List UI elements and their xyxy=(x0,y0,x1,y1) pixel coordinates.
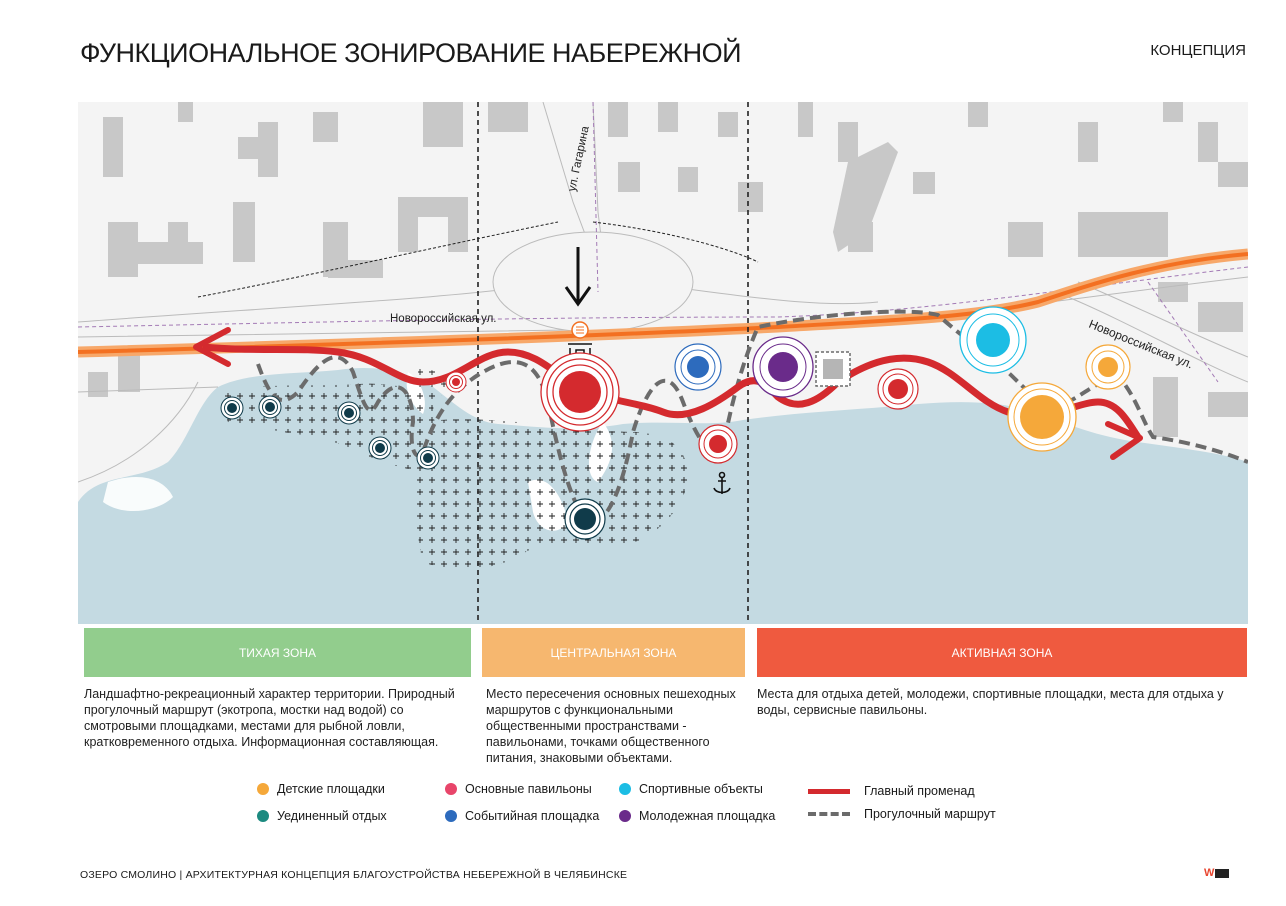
section-label: КОНЦЕПЦИЯ xyxy=(1150,42,1246,59)
legend-events-icon xyxy=(445,810,457,822)
legend-kids: Детские площадки xyxy=(257,782,385,796)
legend-pavilions-label: Основные павильоны xyxy=(465,782,592,796)
legend-pavilions: Основные павильоны xyxy=(445,782,592,796)
zone-desc-quiet: Ландшафтно-рекреационный характер террит… xyxy=(84,687,455,749)
anchor-icon xyxy=(713,471,731,494)
zone-bar-central: ЦЕНТРАЛЬНАЯ ЗОНА xyxy=(482,628,745,677)
legend-events-label: Событийная площадка xyxy=(465,809,600,823)
zoning-map: Новороссийская ул. Новороссийская ул. ул… xyxy=(78,102,1248,624)
legend-promenade: Главный променад xyxy=(808,784,975,798)
footer-caption: ОЗЕРО СМОЛИНО | АРХИТЕКТУРНАЯ КОНЦЕПЦИЯ … xyxy=(80,869,628,881)
street-label-main: Новороссийская ул. xyxy=(390,313,496,325)
page-title: ФУНКЦИОНАЛЬНОЕ ЗОНИРОВАНИЕ НАБЕРЕЖНОЙ xyxy=(80,38,742,68)
legend-kids-label: Детские площадки xyxy=(277,782,385,796)
zone-label-central: ЦЕНТРАЛЬНАЯ ЗОНА xyxy=(550,645,677,660)
legend-secluded-label: Уединенный отдых xyxy=(277,809,387,823)
event-marker xyxy=(674,343,722,391)
legend-sports-label: Спортивные объекты xyxy=(639,782,763,796)
legend-secluded-icon xyxy=(257,810,269,822)
brand-logo-mark xyxy=(1215,868,1230,878)
main-promenade xyxy=(202,343,1141,439)
entry-arrow xyxy=(564,247,592,307)
legend-walk: Прогулочный маршрут xyxy=(808,807,996,821)
zone-desc-central: Место пересечения основных пешеходных ма… xyxy=(486,687,736,765)
hatched-area-center xyxy=(414,419,688,569)
legend-kids-icon xyxy=(257,783,269,795)
zone-bar-quiet: ТИХАЯ ЗОНА xyxy=(84,628,471,677)
zone-label-active: АКТИВНАЯ ЗОНА xyxy=(951,645,1053,660)
secluded-marker xyxy=(220,395,606,540)
sports-marker xyxy=(959,306,1027,374)
legend-youth-label: Молодежная площадка xyxy=(639,809,776,823)
legend-promenade-icon xyxy=(808,788,850,794)
zone-bar-active: АКТИВНАЯ ЗОНА xyxy=(757,628,1247,677)
pavilion-marker xyxy=(445,352,919,464)
legend-youth: Молодежная площадка xyxy=(619,809,775,823)
kids-marker xyxy=(1007,344,1131,452)
central-plaza xyxy=(492,231,694,333)
legend-pavilions-icon xyxy=(445,783,457,795)
legend-sports-icon xyxy=(619,783,631,795)
zone-label-quiet: ТИХАЯ ЗОНА xyxy=(238,645,317,660)
service-pavilion-icon xyxy=(815,351,851,387)
legend-events: Событийная площадка xyxy=(445,809,599,823)
youth-marker xyxy=(752,336,814,398)
legend-sports: Спортивные объекты xyxy=(619,782,763,796)
legend-walk-label: Прогулочный маршрут xyxy=(864,807,996,821)
promenade-arrow-left xyxy=(193,327,231,367)
legend-secluded: Уединенный отдых xyxy=(257,809,387,823)
legend-youth-icon xyxy=(619,810,631,822)
promenade-arrow-right xyxy=(1105,421,1143,460)
legend-walk-icon xyxy=(808,812,850,816)
legend-promenade-label: Главный променад xyxy=(864,784,975,798)
brand-logo: W xyxy=(1204,867,1230,879)
zone-desc-active: Места для отдыха детей, молодежи, спорти… xyxy=(757,687,1224,717)
brand-logo-letter: W xyxy=(1204,867,1215,879)
